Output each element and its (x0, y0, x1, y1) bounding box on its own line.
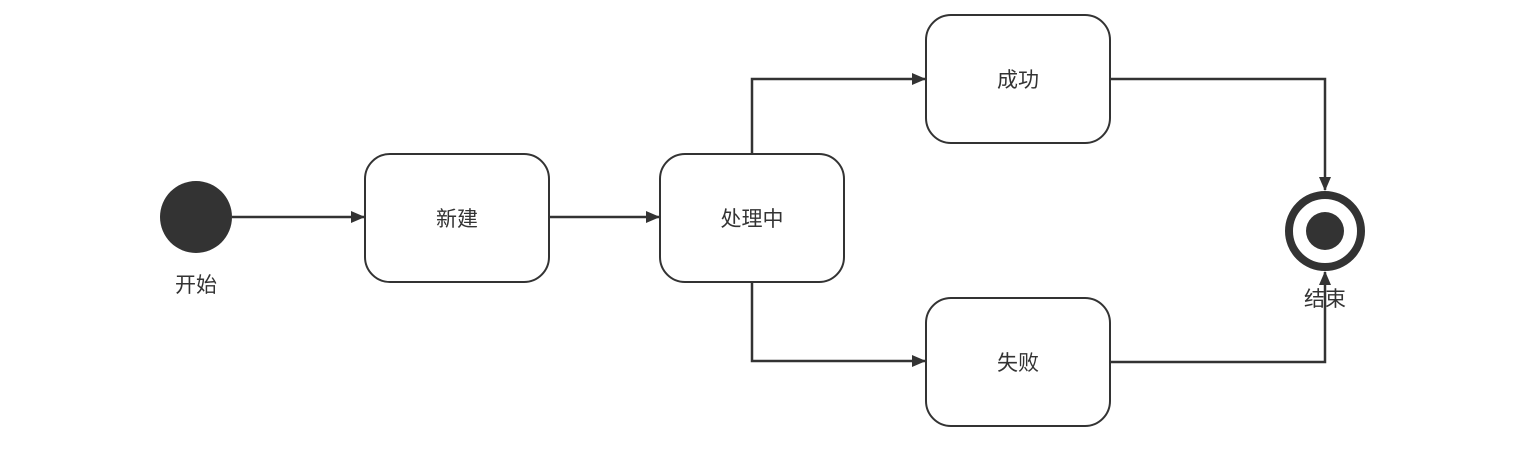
arrow-success-to-end (1110, 77, 1331, 191)
state-success-label: 成功 (997, 68, 1039, 92)
state-processing[interactable]: 处理中 (659, 153, 845, 283)
start-label: 开始 (175, 273, 217, 297)
state-success[interactable]: 成功 (925, 14, 1111, 144)
state-new[interactable]: 新建 (364, 153, 550, 283)
arrow-processing-to-success (750, 73, 926, 153)
end-label: 结束 (1304, 287, 1346, 311)
state-processing-label: 处理中 (720, 207, 784, 231)
arrow-processing-to-failure (750, 283, 926, 367)
state-failure[interactable]: 失败 (925, 297, 1111, 427)
state-failure-label: 失败 (997, 351, 1039, 375)
start-node (160, 181, 232, 253)
end-node (1285, 191, 1365, 271)
state-new-label: 新建 (436, 207, 478, 231)
